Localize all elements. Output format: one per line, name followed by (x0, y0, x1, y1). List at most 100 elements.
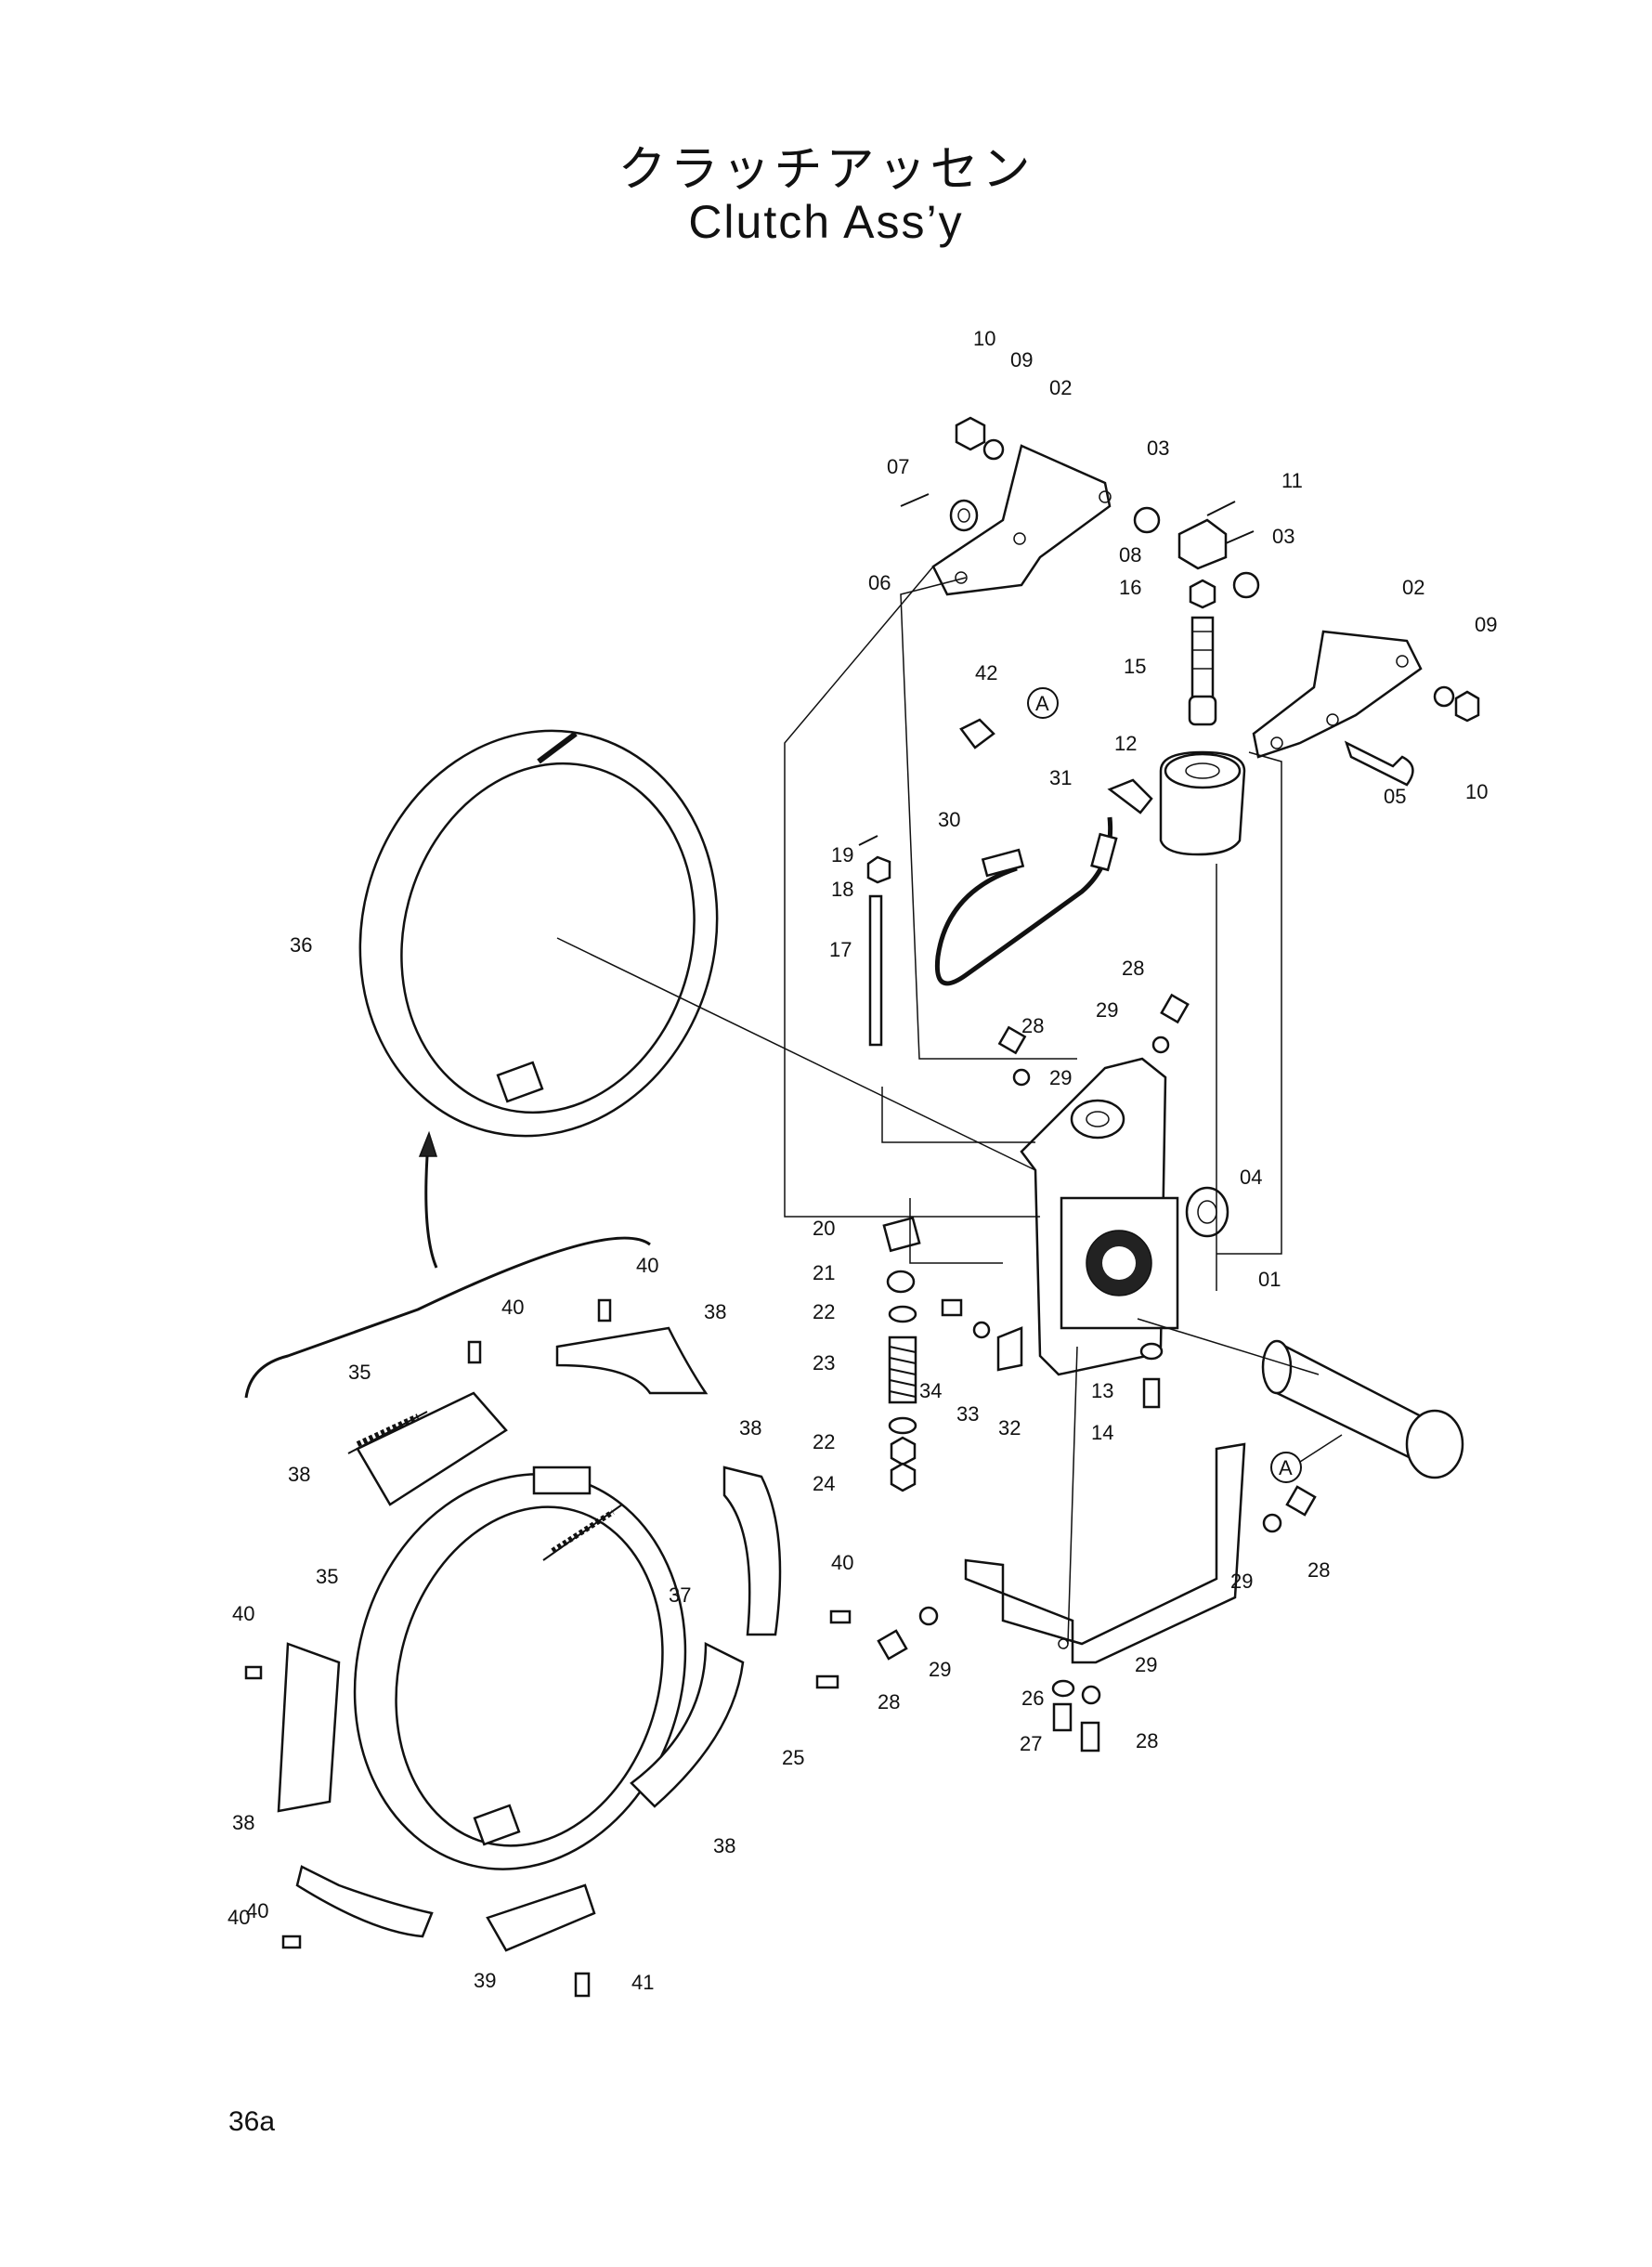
part-label: 29 (1096, 998, 1118, 1022)
part-label: 38 (704, 1300, 726, 1323)
part-label: 21 (813, 1261, 835, 1284)
bushing-03-b (1232, 571, 1260, 599)
part-label: 40 (501, 1296, 524, 1319)
part-label: 28 (878, 1690, 900, 1713)
washer-22-bottom (888, 1416, 917, 1435)
shaft (1261, 1339, 1464, 1479)
part-label: 25 (782, 1746, 804, 1769)
title-english: Clutch Ass’y (688, 196, 964, 248)
part-label: 17 (829, 938, 852, 961)
part-label: 20 (813, 1217, 835, 1240)
part-label: 28 (1021, 1014, 1044, 1037)
part-label: 15 (1124, 655, 1146, 678)
bolt-28-c (1285, 1485, 1317, 1517)
pin-07 (900, 493, 930, 507)
washer-13 (1139, 1342, 1164, 1361)
bolt-28-b (1160, 993, 1190, 1024)
part-label: 40 (831, 1551, 853, 1574)
washer-06 (949, 499, 979, 532)
part-label: 40 (636, 1254, 658, 1277)
part-label: 10 (1465, 780, 1488, 803)
part-label: 02 (1049, 376, 1072, 399)
part-label: 29 (1049, 1066, 1072, 1089)
part-label: 10 (973, 327, 995, 350)
bolt-34 (941, 1298, 963, 1317)
title-japanese: クラッチアッセン (618, 142, 1034, 198)
bolt-28-a (997, 1025, 1027, 1055)
part-label: 26 (1021, 1687, 1044, 1710)
nuts-24 (890, 1436, 917, 1492)
spring-35-a (347, 1411, 428, 1454)
bolt-28-d (877, 1629, 908, 1661)
housing (1020, 1057, 1179, 1376)
part-label: 29 (929, 1658, 951, 1681)
nut-10-right (1454, 690, 1480, 723)
part-label: 08 (1119, 543, 1141, 567)
part-label: 16 (1119, 576, 1141, 599)
washer-33 (972, 1321, 991, 1339)
block-39 (486, 1883, 596, 1952)
part-label: 38 (288, 1463, 310, 1486)
part-label: 09 (1010, 348, 1033, 371)
bolt-28-e (1080, 1721, 1100, 1752)
part-label: 04 (1240, 1166, 1262, 1189)
lining-38-e (630, 1641, 745, 1808)
part-label: 05 (1384, 785, 1406, 808)
reference-mark-a-shaft: A (1270, 1434, 1343, 1483)
brake-band-37 (353, 1473, 687, 1870)
lining-38-a (555, 1326, 709, 1395)
page-number: 36a (228, 2106, 276, 2137)
bolt-14 (1142, 1377, 1161, 1409)
part-label: 11 (1281, 469, 1303, 492)
part-label: 02 (1402, 576, 1424, 599)
lining-38-b (356, 1391, 508, 1506)
lining-38-c (722, 1466, 782, 1636)
part-label: 14 (1091, 1421, 1113, 1444)
washer-29-e (1081, 1685, 1101, 1705)
part-label: 06 (868, 571, 891, 594)
washer-09-top (982, 438, 1005, 461)
part-label: 33 (956, 1402, 979, 1426)
part-label: 03 (1272, 525, 1294, 548)
part-label: 09 (1475, 613, 1497, 636)
collar-20 (882, 1216, 921, 1253)
bracket-25 (964, 1442, 1246, 1664)
part-label: 22 (813, 1300, 835, 1323)
rivet-40-d (244, 1665, 263, 1680)
washer-21 (886, 1270, 916, 1294)
stud-17 (868, 894, 883, 1047)
lining-38-d (277, 1642, 341, 1813)
spring-35-b (542, 1504, 623, 1561)
spring-23 (888, 1335, 917, 1404)
part-label: 24 (813, 1472, 835, 1495)
part-label: 35 (316, 1565, 338, 1588)
bracket-02-left (931, 444, 1112, 596)
washer-29-d (918, 1606, 939, 1626)
part-label: 03 (1147, 436, 1169, 460)
part-label: 40 (246, 1899, 268, 1922)
part-label: 28 (1136, 1729, 1158, 1752)
pin-19 (858, 835, 878, 846)
part-label: 30 (938, 808, 960, 831)
washer-09-right (1433, 685, 1455, 708)
elbow-31 (1107, 778, 1153, 814)
lining-38-f (295, 1865, 434, 1938)
bushing-04 (1185, 1186, 1229, 1238)
part-label: 18 (831, 878, 853, 901)
part-label: 35 (348, 1361, 371, 1384)
nut-18 (866, 855, 891, 884)
bolt-27 (1052, 1702, 1073, 1732)
part-label: 28 (1122, 957, 1144, 980)
bracket-02-right (1252, 630, 1423, 759)
cylinder-12 (1159, 750, 1246, 856)
part-label: 38 (739, 1416, 761, 1440)
part-label: 31 (1049, 766, 1072, 789)
pin-05 (1344, 740, 1414, 787)
reference-mark-a-top: A (1027, 687, 1059, 719)
clip-32 (996, 1326, 1023, 1372)
part-label: 37 (669, 1583, 691, 1607)
assembly-lines (556, 566, 1320, 1645)
washer-29-b (1151, 1036, 1170, 1054)
